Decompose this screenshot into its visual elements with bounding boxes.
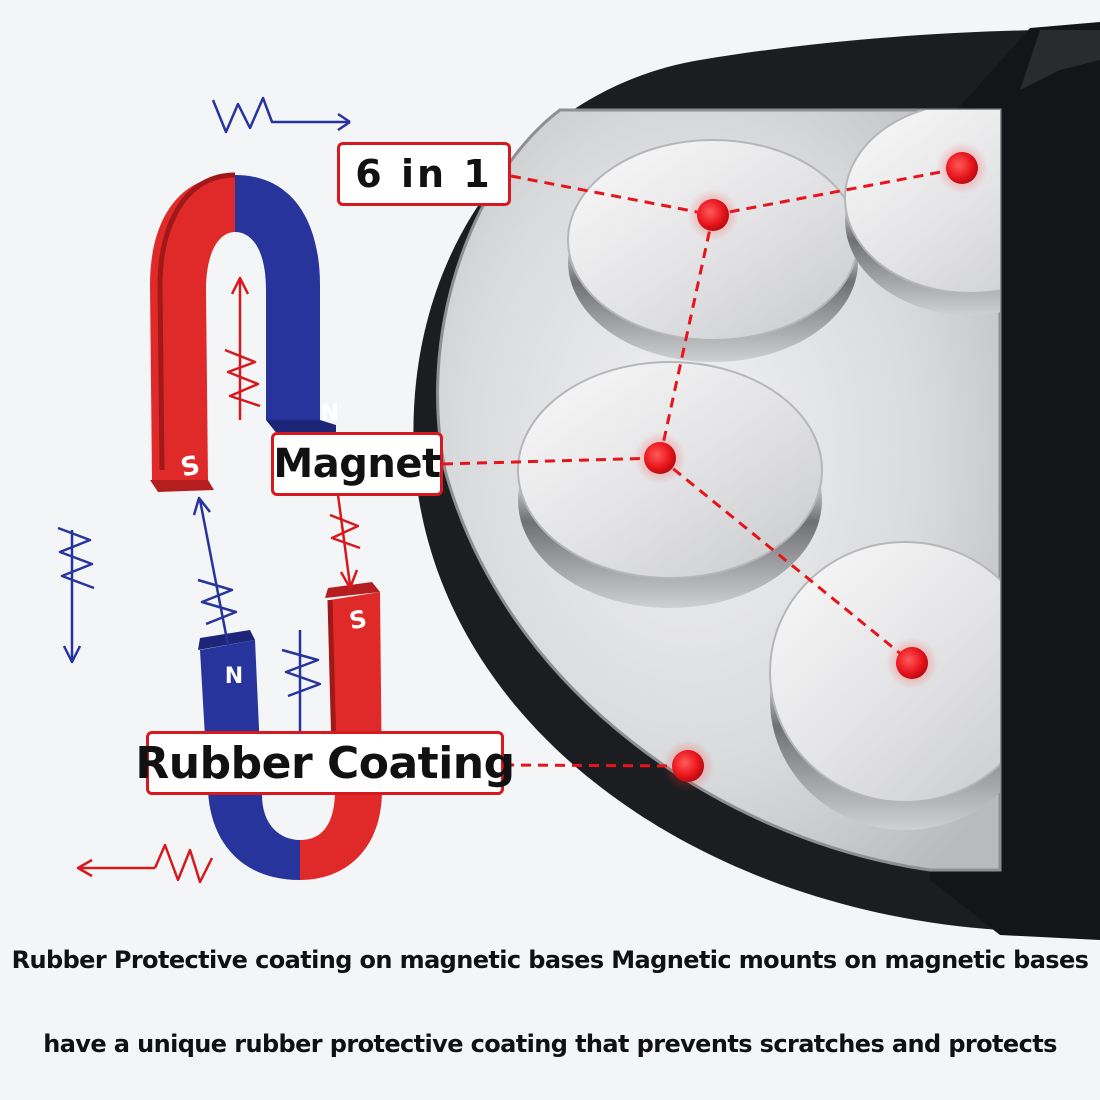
pole-label-top-right: N [321, 401, 339, 426]
marker-dot-disc-top-right [936, 142, 988, 194]
caption-line-1: Rubber Protective coating on magnetic ba… [11, 946, 1089, 974]
marker-dot-disc-top-left [687, 189, 739, 241]
magnet-disc-top-left [567, 139, 859, 362]
pole-label-bottom-right: S [347, 605, 369, 636]
callout-magnet: Magnet [271, 432, 443, 496]
field-arrows [57, 96, 361, 884]
callout-six-in-one: 6 in 1 [337, 142, 511, 206]
pole-label-bottom-left: N [225, 664, 243, 689]
marker-dot-disc-middle [634, 432, 686, 484]
magnet-disc-middle [517, 361, 823, 608]
marker-dots [634, 142, 988, 792]
marker-dot-disc-bottom-right [886, 637, 938, 689]
connector-lines [442, 166, 963, 768]
caption-line-2: have a unique rubber protective coating … [43, 1030, 1057, 1058]
marker-dot-rubber [662, 740, 714, 792]
magnet-disc-top-right [844, 110, 1000, 315]
callout-rubber-coating: Rubber Coating [135, 731, 515, 795]
